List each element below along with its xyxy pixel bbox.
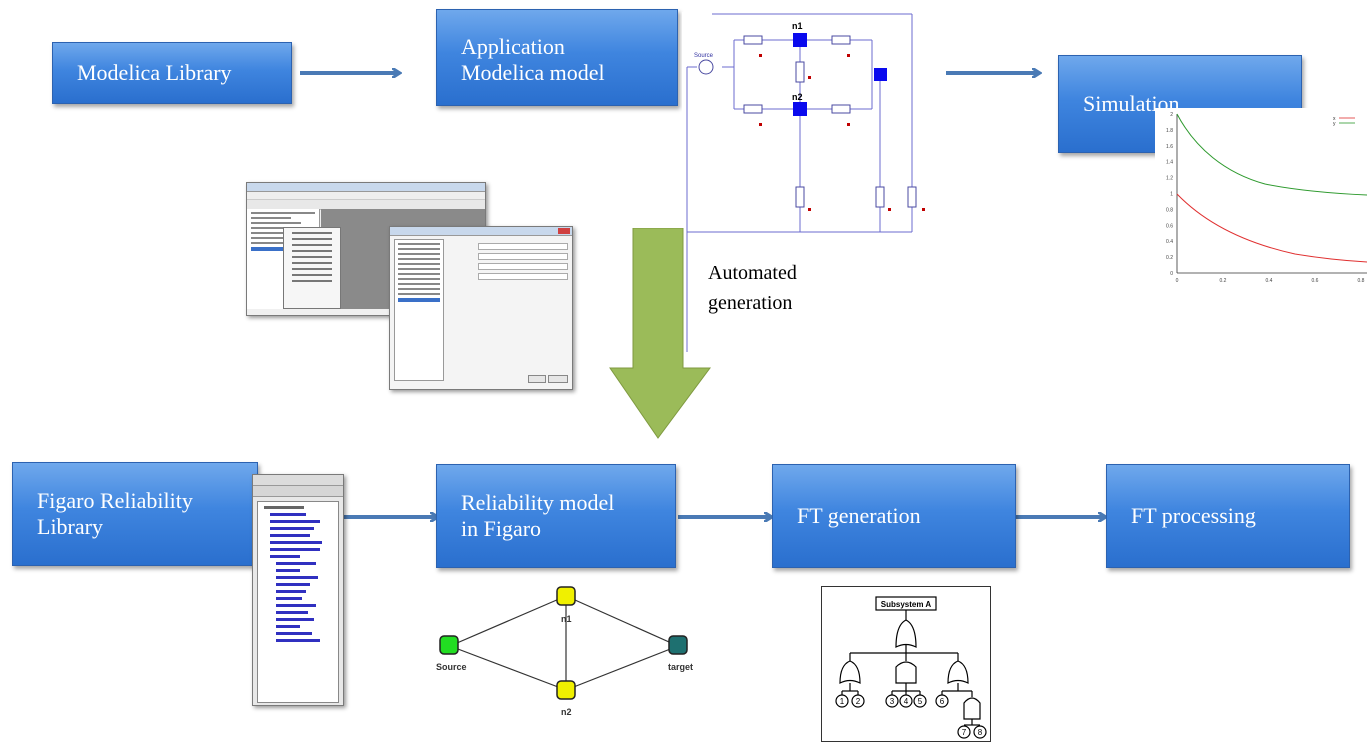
plot-x-ticks: 0 0.2 0.4 0.6 0.8	[1176, 278, 1365, 284]
modelica-library-box: Modelica Library	[52, 42, 292, 104]
graph-n1-label: n1	[561, 614, 572, 624]
event-8: 8	[978, 728, 983, 737]
y-tick-label: 1.4	[1166, 160, 1173, 166]
fault-tree: Subsystem A 1	[821, 586, 991, 742]
ok-button[interactable]	[528, 375, 546, 383]
simulation-plot: 0 0.2 0.4 0.6 0.8 1 1.2 1.4 1.6 1.8 2 0 0.2 0.4 0.6 0.…	[1155, 108, 1367, 290]
options-category-list	[394, 239, 444, 381]
circuit-svg: Source n1 n2	[686, 13, 925, 352]
fault-tree-top-label: Subsystem A	[881, 600, 932, 609]
source-node	[439, 635, 459, 655]
automated-generation-arrow	[609, 228, 711, 439]
figaro-tree-screenshot	[252, 474, 344, 706]
event-5: 5	[918, 697, 923, 706]
y-tick-label: 1.6	[1166, 144, 1173, 150]
graph-n2-label: n2	[561, 707, 572, 717]
y-tick-label: 0.4	[1166, 239, 1173, 245]
y-tick-label: 1.2	[1166, 176, 1173, 182]
legend-y: y	[1333, 121, 1336, 127]
figaro-library-label: Figaro Reliability Library	[37, 488, 193, 539]
editor-menubar	[247, 192, 485, 200]
x-tick-label: 0	[1176, 278, 1179, 284]
figaro-header	[253, 475, 343, 486]
reliability-model-box: Reliability model in Figaro	[436, 464, 676, 568]
x-tick-label: 0.8	[1358, 278, 1365, 284]
y-tick-label: 0	[1170, 271, 1173, 277]
reliability-model-label: Reliability model in Figaro	[461, 490, 615, 541]
circuit-n2-label: n2	[792, 92, 803, 102]
x-tick-label: 0.4	[1266, 278, 1273, 284]
event-1: 1	[840, 697, 845, 706]
y-tick-label: 0.8	[1166, 207, 1173, 213]
ft-processing-box: FT processing	[1106, 464, 1350, 568]
y-tick-label: 0.2	[1166, 255, 1173, 261]
n2-node	[556, 680, 576, 700]
event-3: 3	[890, 697, 895, 706]
dialog-titlebar	[390, 227, 572, 236]
series-x-curve	[1176, 193, 1367, 263]
options-dialog-screenshot	[389, 226, 573, 390]
automated-generation-label: Automated generation	[708, 262, 797, 314]
editor-titlebar	[247, 183, 485, 192]
reliability-graph: Source target n1 n2	[436, 586, 693, 717]
circuit-source-label: Source	[694, 53, 714, 59]
ft-generation-box: FT generation	[772, 464, 1016, 568]
n1-node	[556, 586, 576, 606]
event-2: 2	[856, 697, 861, 706]
close-icon[interactable]	[558, 228, 570, 234]
circuit-diagram: Source n1 n2	[682, 12, 944, 352]
ft-processing-label: FT processing	[1131, 503, 1256, 528]
application-model-box: Application Modelica model	[436, 9, 678, 106]
x-tick-label: 0.2	[1220, 278, 1227, 284]
fault-tree-svg: Subsystem A 1	[835, 596, 987, 739]
figaro-tabs[interactable]	[253, 486, 343, 497]
y-tick-label: 0.6	[1166, 223, 1173, 229]
y-tick-label: 1.8	[1166, 128, 1173, 134]
figaro-tree-list	[257, 501, 339, 703]
modelica-library-label: Modelica Library	[77, 60, 232, 85]
event-4: 4	[904, 697, 909, 706]
figaro-library-box: Figaro Reliability Library	[12, 462, 258, 566]
event-7: 7	[962, 728, 967, 737]
options-fields	[448, 243, 568, 283]
legend-x: x	[1333, 116, 1336, 122]
plot-y-ticks: 0 0.2 0.4 0.6 0.8 1 1.2 1.4 1.6 1.8 2	[1166, 112, 1173, 277]
y-tick-label: 1	[1170, 192, 1173, 198]
event-6: 6	[940, 697, 945, 706]
context-menu	[283, 227, 341, 309]
target-node	[668, 635, 688, 655]
ft-generation-label: FT generation	[797, 503, 921, 528]
graph-target-label: target	[668, 662, 693, 672]
plot-svg: 0 0.2 0.4 0.6 0.8 1 1.2 1.4 1.6 1.8 2 0 0.2 0.4 0.6 0.…	[1155, 108, 1367, 290]
series-y-curve	[1176, 113, 1367, 196]
application-model-label: Application Modelica model	[461, 33, 605, 85]
x-tick-label: 0.6	[1312, 278, 1319, 284]
graph-source-label: Source	[436, 662, 467, 672]
y-tick-label: 2	[1170, 112, 1173, 118]
circuit-n1-label: n1	[792, 21, 803, 31]
cancel-button[interactable]	[548, 375, 568, 383]
